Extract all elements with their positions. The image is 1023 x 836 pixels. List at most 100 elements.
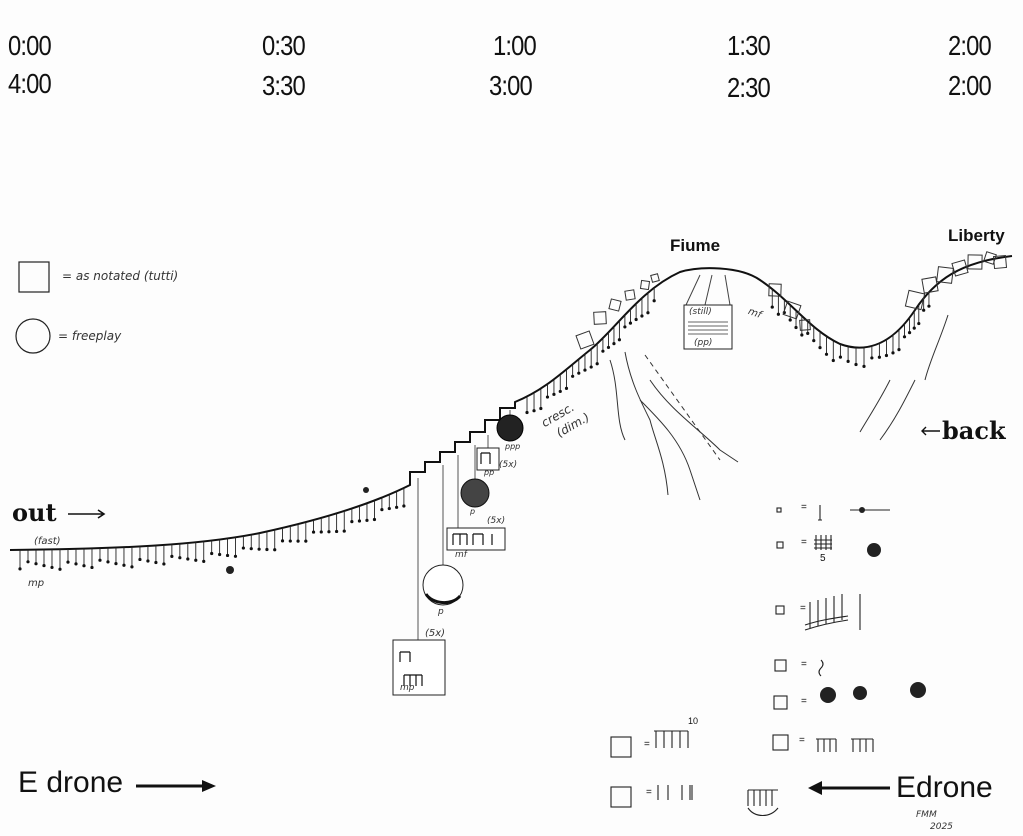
key-equals-5: = [801,696,807,707]
cue-p-dynamic: p [438,607,444,617]
time-bottom-4: 2:00 [948,70,992,101]
cue-pp-repeat: (5x) [499,460,518,470]
still-box [683,304,733,350]
note-head [922,308,926,312]
cue-square-mf [446,527,506,551]
liberty-label: Liberty [948,226,1005,245]
note-head [838,355,843,359]
note-head [146,559,150,563]
start-dynamic: mp [28,578,45,589]
note-head [342,529,346,533]
note-head [162,562,166,566]
note-head [241,546,245,550]
time-top-1: 0:30 [262,30,306,61]
cue-mp-dynamic: mp [400,683,415,693]
note-head [788,318,792,322]
time-top-4: 2:00 [948,30,992,61]
cue-square-mp [392,639,446,696]
cue-mf-repeat: (5x) [487,516,506,526]
note-head [130,565,134,569]
note-head [558,389,562,394]
note-head [831,358,835,363]
note-head [138,557,142,562]
scattered-square [575,330,595,350]
scattered-square [608,298,622,312]
out-arrow-icon [68,509,106,519]
key-equals-6: = [799,735,805,746]
cue-ppp-dynamic: ppp [505,442,521,451]
note-head [812,339,816,343]
note-head [891,351,895,355]
note-head [794,325,798,330]
note-head [372,517,377,522]
fast-label: (fast) [34,536,61,547]
note-head [395,505,399,509]
key-square-3 [775,605,785,615]
note-head [595,362,599,366]
cue-circle-p-scribble [460,478,490,508]
note-head [265,547,269,552]
key-equals-1: = [801,502,807,513]
note-stems [18,287,931,571]
back-label: back [942,416,1006,445]
note-head [365,518,369,522]
note-head [249,547,253,551]
note-head [652,299,656,303]
key-equals-2: = [801,537,807,548]
note-head [311,530,316,534]
note-head [564,386,569,390]
key-square-6 [772,734,789,751]
time-top-2: 1:00 [493,30,537,61]
note-head [50,565,54,570]
scattered-square [992,254,1008,270]
notation-key [610,505,890,817]
scattered-square [782,300,802,320]
key-equals-4: = [801,659,807,670]
note-head [646,311,650,315]
note-head [74,562,78,566]
time-bottom-3: 2:30 [727,72,771,103]
time-top-3: 1:30 [727,30,771,61]
note-head [218,552,222,557]
legend-square-icon [18,261,50,293]
note-head [589,365,593,369]
key-dectuplet: 10 [688,716,699,726]
scattered-square [639,279,651,291]
scattered-square [593,311,607,325]
note-head [288,539,292,543]
note-head [884,353,889,358]
note-head [380,508,384,512]
note-head [617,338,622,342]
e-drone-right-label: Edrone [896,771,993,804]
note-head [26,560,30,564]
still-hang-lines [685,274,731,306]
note-head [335,529,339,534]
note-head [912,326,916,330]
note-head [907,331,912,335]
note-head [58,567,62,571]
note-head [525,410,529,415]
note-head [186,557,190,561]
scattered-square [967,254,983,270]
year-label: 2025 [930,822,953,832]
note-head [202,559,206,564]
note-head [800,333,804,337]
e-drone-left-label: E drone [18,766,124,799]
note-head [571,374,575,378]
note-head [225,553,230,558]
note-head [280,539,285,543]
key-square-1 [776,507,782,513]
note-head [18,567,22,571]
key-equals-7: = [644,739,650,750]
scattered-square [936,266,954,284]
scattered-square [921,276,939,294]
note-head [870,356,874,360]
lightning-branches [609,314,949,501]
cue-hang-lines [417,410,511,640]
note-head [902,335,907,339]
cue-notation [399,452,493,686]
cue-circle-p [422,564,464,606]
note-head [545,395,550,399]
scattered-square [983,251,997,265]
